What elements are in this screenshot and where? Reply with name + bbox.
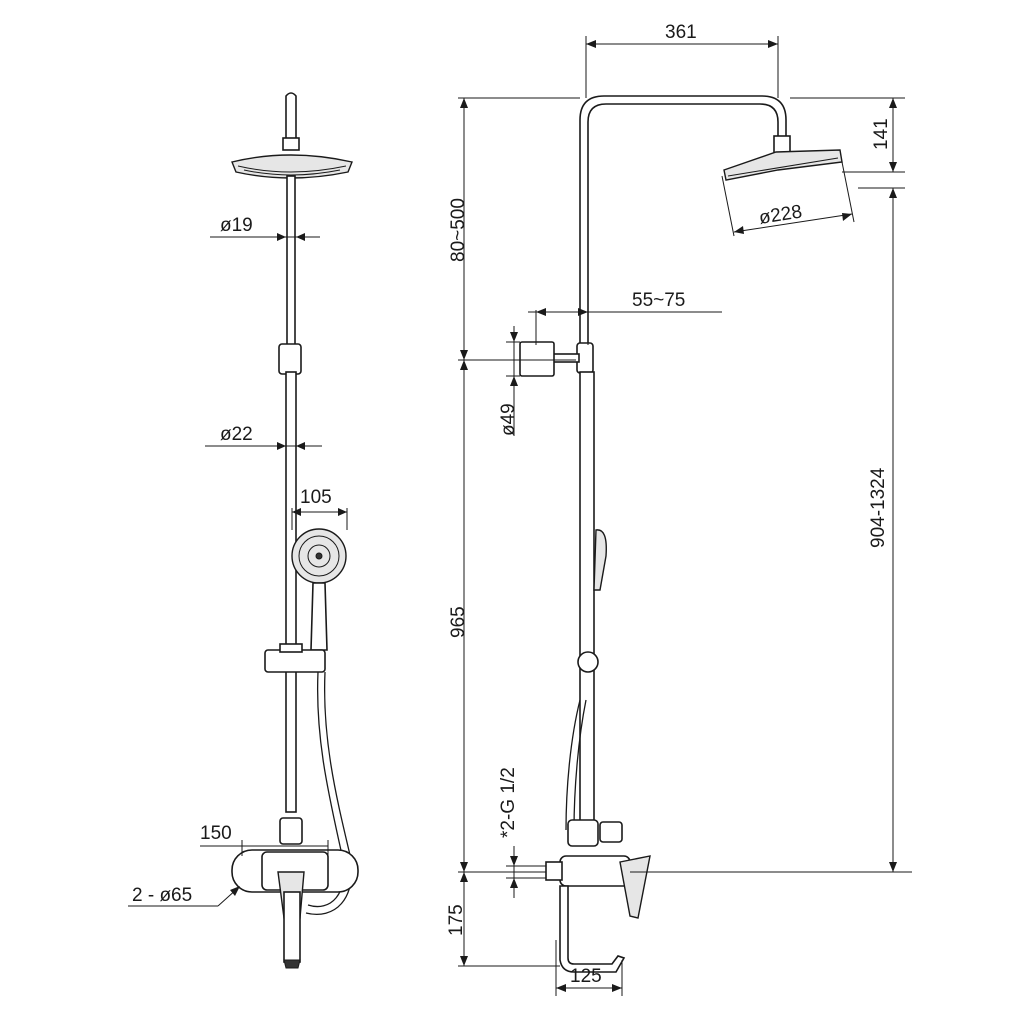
side-spout [559, 885, 626, 973]
side-wall-inlet [545, 861, 563, 881]
dim-label-hand-shower-dia: 105 [300, 487, 332, 508]
dim-label-top-bracket-height: 80~500 [448, 198, 469, 262]
dim-label-wall-bracket-dia: ø49 [498, 403, 519, 436]
side-holder-ball [577, 651, 599, 673]
side-rain-head [723, 149, 843, 181]
dim-arm-reach: 361 [585, 22, 779, 98]
dim-spout-height: 175 [446, 871, 560, 967]
side-wall-bracket [519, 341, 555, 377]
dim-top-bracket-height: 80~500 [448, 97, 580, 360]
front-top-pipe [285, 92, 297, 141]
dim-head-drop: 141 [790, 97, 905, 173]
dim-wall-bracket-offset: 55~75 [528, 290, 722, 345]
dim-total-height: 904-1324 [630, 187, 912, 873]
dim-spout-reach: 125 [555, 940, 623, 996]
dim-label-head-drop: 141 [871, 118, 892, 150]
front-upper-pipe [286, 175, 296, 347]
dim-label-escutcheon: 2 - ø65 [132, 885, 192, 906]
dim-label-total-height: 904-1324 [868, 467, 889, 548]
side-hose [565, 699, 581, 831]
side-view: 361 141 ø228 80~500 [446, 22, 912, 996]
dim-label-inlet-thread: *2-G 1/2 [498, 767, 519, 838]
front-diverter [279, 817, 303, 845]
dim-head-pipe-dia: ø19 [210, 215, 320, 241]
dim-label-arm-reach: 361 [665, 22, 697, 43]
front-lower-bar [285, 371, 297, 813]
dim-mixer-centers: 150 [200, 823, 329, 856]
dim-label-mixer-centers: 150 [200, 823, 232, 844]
front-slide-bracket [278, 343, 302, 375]
dim-bar-dia: ø22 [205, 424, 322, 450]
dim-hand-shower-dia: 105 [291, 487, 348, 530]
dim-inlet-thread: *2-G 1/2 [498, 767, 546, 898]
dim-label-spout-height: 175 [446, 904, 467, 936]
dim-label-bar-dia: ø22 [220, 424, 253, 445]
dim-label-head-pipe-dia: ø19 [220, 215, 253, 236]
side-mixer-body [559, 855, 631, 887]
dim-label-spout-reach: 125 [570, 966, 602, 987]
side-lower-bar [579, 371, 595, 823]
dim-label-bar-height: 965 [448, 606, 469, 638]
front-spout-pipe [283, 891, 301, 963]
front-rain-head [231, 154, 353, 179]
side-hand-shower [593, 529, 607, 591]
front-shower-holder [264, 649, 326, 673]
dim-escutcheon: 2 - ø65 [128, 885, 240, 907]
front-view: ø19 ø22 105 150 2 [128, 92, 359, 969]
dim-label-head-dia: ø228 [757, 201, 803, 229]
side-mixer-lever [619, 855, 651, 919]
front-hand-shower-handle [310, 582, 328, 651]
dim-bar-height: 965 [448, 359, 576, 872]
side-diverter [567, 819, 599, 847]
dim-wall-bracket-dia: ø49 [498, 326, 520, 436]
front-pipe-nut [282, 137, 300, 151]
side-wall-bracket-arm [552, 353, 580, 363]
front-hose [307, 671, 345, 908]
dim-label-wall-bracket-offset: 55~75 [632, 290, 685, 311]
